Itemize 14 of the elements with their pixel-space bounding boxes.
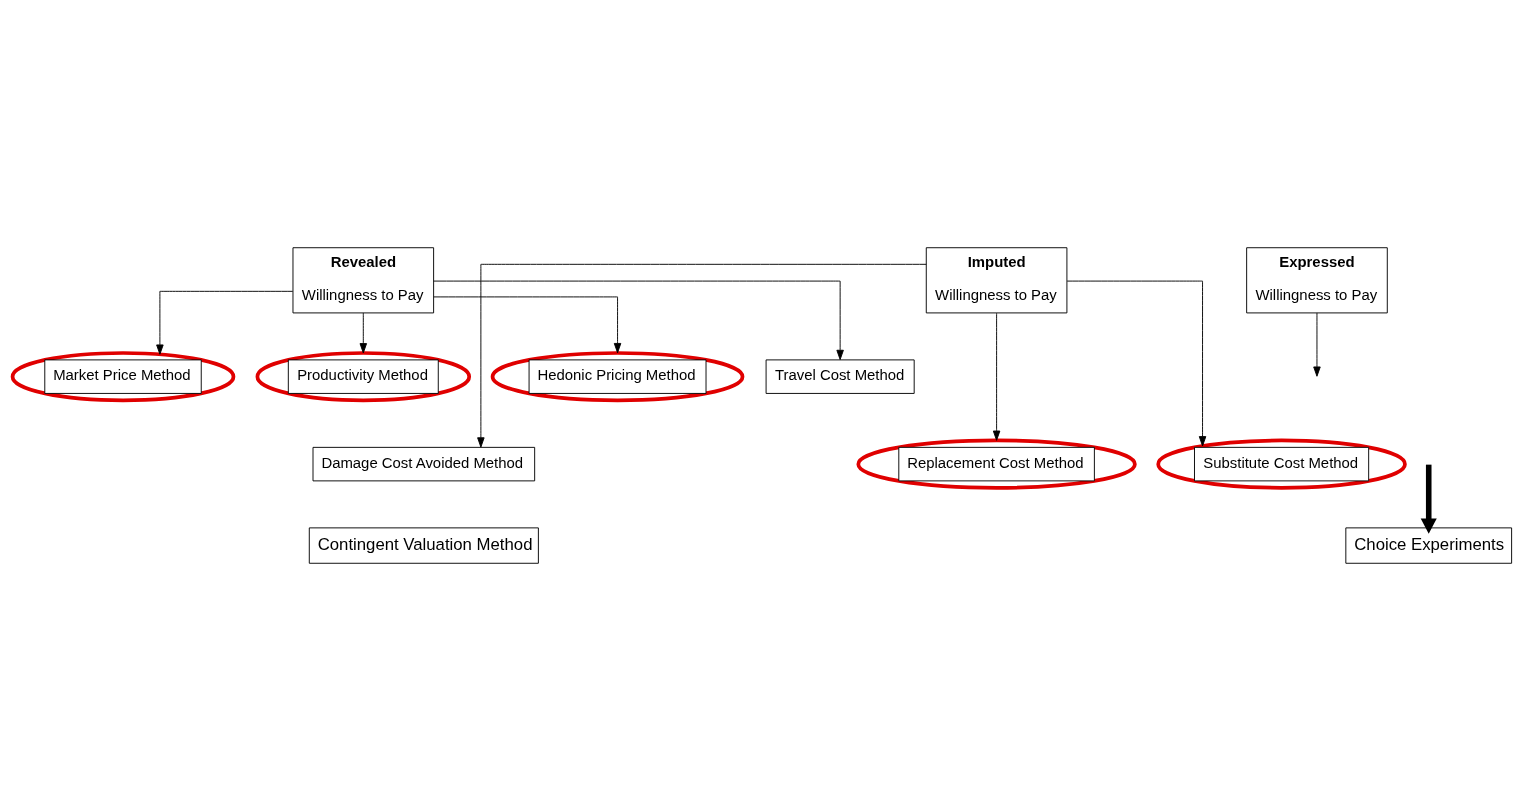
arrow (992, 312, 1001, 441)
arrow (1420, 464, 1437, 534)
arrow (1313, 311, 1321, 377)
node-ellipse: Market Price Method (10, 350, 236, 402)
arrow (433, 295, 622, 353)
node-ellipse: Hedonic Pricing Method (490, 350, 745, 402)
arrow (477, 263, 927, 448)
arrow (156, 290, 294, 355)
node-ellipse: Replacement Cost Method (856, 438, 1137, 490)
arrow (1066, 280, 1207, 446)
node-ellipse: Substitute Cost Method (1156, 438, 1407, 490)
arrow (359, 311, 368, 353)
node-ellipse: Productivity Method (255, 350, 472, 402)
arrow (433, 280, 844, 360)
